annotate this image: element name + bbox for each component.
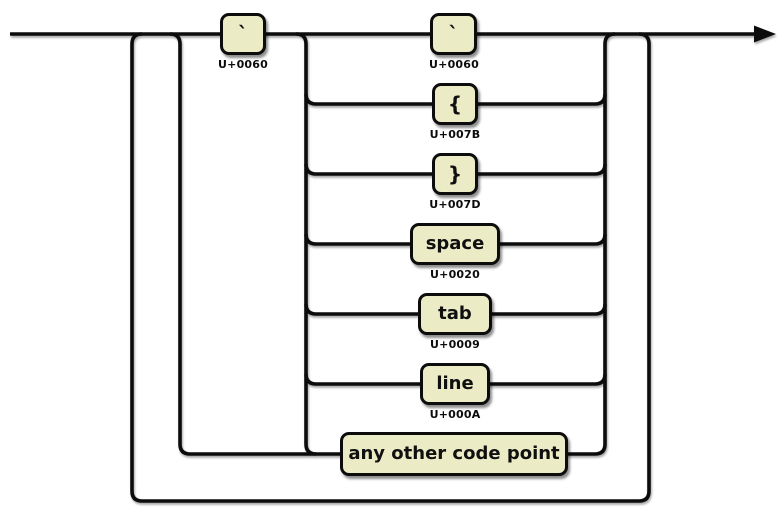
terminal-box-backtick-open: `: [220, 13, 266, 55]
terminal-box-space: space: [410, 223, 500, 265]
terminal-box-tab: tab: [418, 293, 492, 335]
codepoint-label: U+0009: [430, 338, 480, 351]
repeat-loop-line: [130, 32, 651, 503]
choice-split-rail-line: [295, 32, 317, 456]
codepoint-label: U+000A: [429, 408, 481, 421]
terminal-box-backtick-escaped: `: [430, 13, 477, 55]
terminal-box-open-brace: {: [432, 83, 478, 125]
terminal-box-close-brace: }: [432, 153, 478, 195]
codepoint-label: U+0060: [218, 58, 268, 71]
branch-line: [304, 233, 412, 246]
codepoint-label: U+0020: [430, 268, 480, 281]
terminal-box-line: line: [420, 363, 490, 405]
branch-line: [476, 163, 607, 176]
branch-line: [498, 233, 607, 246]
bypass-rail-line: [169, 32, 342, 456]
branch-line: [304, 163, 434, 176]
branch-line: [304, 373, 422, 386]
codepoint-label: U+0060: [429, 58, 479, 71]
terminal-box-any-other-code-point: any other code point: [340, 432, 568, 476]
branch-line: [488, 373, 607, 386]
branch-line: [476, 93, 607, 106]
choice-merge-rail-line: [566, 32, 616, 456]
codepoint-label: U+007D: [429, 198, 481, 211]
branch-line: [490, 303, 607, 316]
end-arrow-icon: [754, 25, 776, 43]
branch-line: [304, 303, 420, 316]
codepoint-label: U+007B: [429, 128, 481, 141]
branch-line: [304, 93, 434, 106]
